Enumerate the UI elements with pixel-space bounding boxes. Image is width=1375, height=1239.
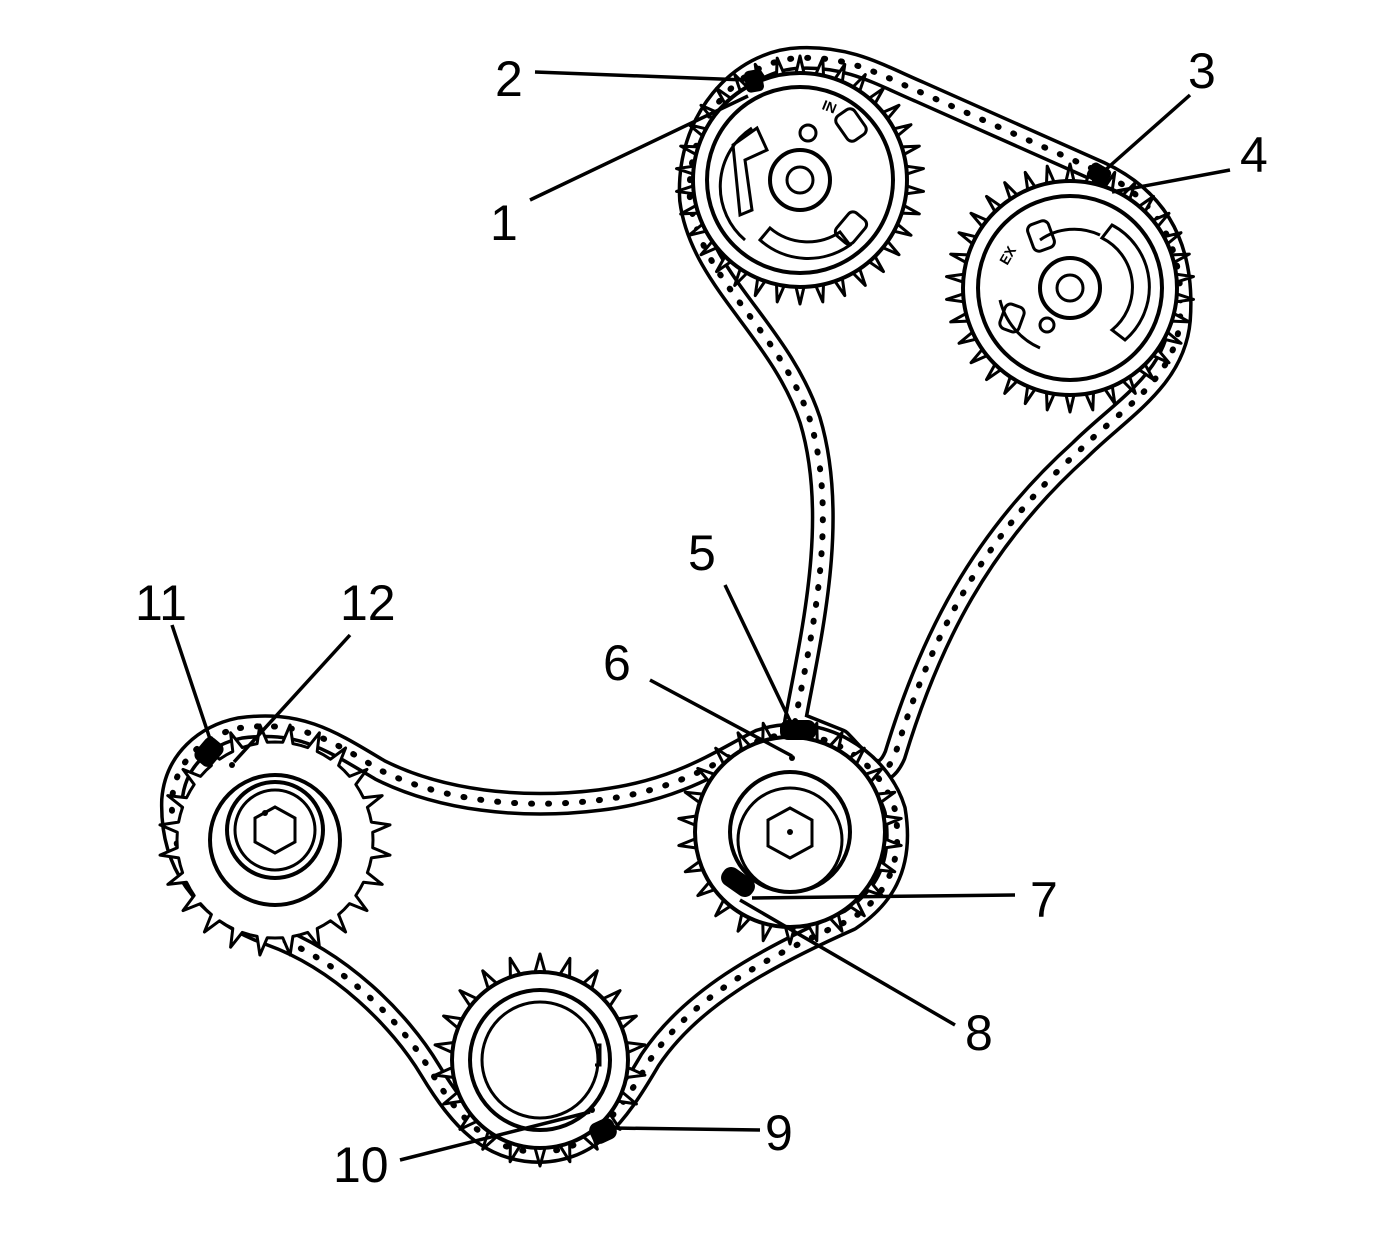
leader-10 [399, 1110, 591, 1162]
leader-3 [1101, 93, 1192, 174]
timing-marks [194, 69, 1112, 1144]
callout-labels: 1 2 3 4 5 6 7 8 9 10 11 12 [135, 43, 1268, 1193]
crankshaft-sprocket [433, 952, 647, 1168]
crank-timing-link-mark [589, 1118, 617, 1144]
callout-3: 3 [1188, 43, 1216, 99]
intake-camshaft-sprocket: IN [675, 54, 925, 306]
leader-lines [170, 70, 1231, 1162]
exhaust-camshaft-sprocket: EX [945, 162, 1195, 414]
callout-2: 2 [495, 51, 523, 107]
leader-2 [534, 70, 747, 82]
intermediate-upper-link-mark [780, 720, 816, 740]
leader-12 [232, 633, 352, 764]
callout-8: 8 [965, 1005, 993, 1061]
callout-1: 1 [490, 195, 518, 251]
left-balance-shaft-sprocket [158, 723, 392, 957]
leader-1 [529, 94, 749, 202]
callout-10: 10 [333, 1137, 389, 1193]
leader-7 [751, 893, 1016, 900]
leader-5 [723, 584, 794, 726]
callout-6: 6 [603, 635, 631, 691]
callout-5: 5 [688, 525, 716, 581]
intake-timing-link-mark [744, 69, 764, 93]
callout-4: 4 [1240, 127, 1268, 183]
balance-timing-link-mark [194, 737, 224, 767]
callout-11: 11 [135, 575, 187, 631]
upper-chain-links [686, 54, 1184, 774]
callout-12: 12 [340, 575, 396, 631]
leader-9 [611, 1126, 761, 1132]
callout-9: 9 [765, 1105, 793, 1161]
intermediate-lower-link-mark [721, 867, 755, 897]
intake-mark-label: IN [820, 97, 839, 117]
leader-8 [739, 898, 956, 1027]
leader-6 [649, 678, 793, 758]
callout-7: 7 [1030, 872, 1058, 928]
balance-dot-mark [229, 762, 235, 768]
leader-11 [170, 624, 214, 746]
leader-4 [1111, 168, 1231, 194]
